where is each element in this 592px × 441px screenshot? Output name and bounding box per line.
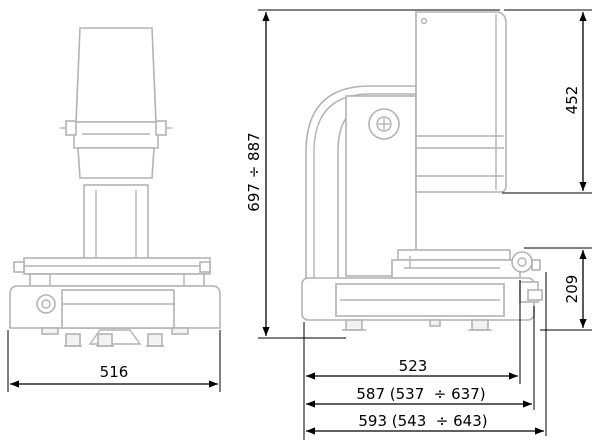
foot-icon	[471, 319, 489, 331]
front-column	[83, 184, 149, 268]
dim-label-209: 209	[563, 275, 581, 304]
front-focus-wheel-icon	[36, 294, 56, 314]
side-stage	[391, 259, 521, 279]
foot-icon	[65, 333, 81, 347]
dim-label-697-887: 697 ÷ 887	[245, 132, 263, 211]
dim-label-593: 593 (543 ÷ 643)	[358, 412, 487, 430]
foot-icon	[97, 333, 113, 347]
foot-icon	[345, 319, 363, 331]
dimension-stage-height: 209	[524, 247, 592, 331]
dim-label-516: 516	[100, 363, 129, 381]
front-optical-head	[75, 27, 157, 123]
dimension-width-front: 516	[7, 330, 221, 392]
dim-label-523: 523	[399, 357, 428, 375]
dimension-height-total: 697 ÷ 887	[245, 9, 500, 339]
left-knob-icon	[65, 120, 77, 136]
dimension-depths: 523 587 (537 ÷ 637) 593 (543 ÷ 643)	[303, 272, 547, 440]
dim-label-452: 452	[563, 86, 581, 115]
side-stage-top	[397, 249, 511, 261]
dimension-head-height: 452	[502, 9, 592, 194]
side-optical-head	[415, 11, 507, 193]
right-knob-icon	[155, 120, 167, 136]
stage-left-knob-icon	[13, 261, 25, 273]
foot-icon	[147, 333, 163, 347]
dim-label-587: 587 (537 ÷ 637)	[356, 385, 485, 403]
side-view	[301, 11, 543, 331]
stage-wheel-icon	[511, 251, 533, 273]
front-view	[9, 27, 221, 347]
